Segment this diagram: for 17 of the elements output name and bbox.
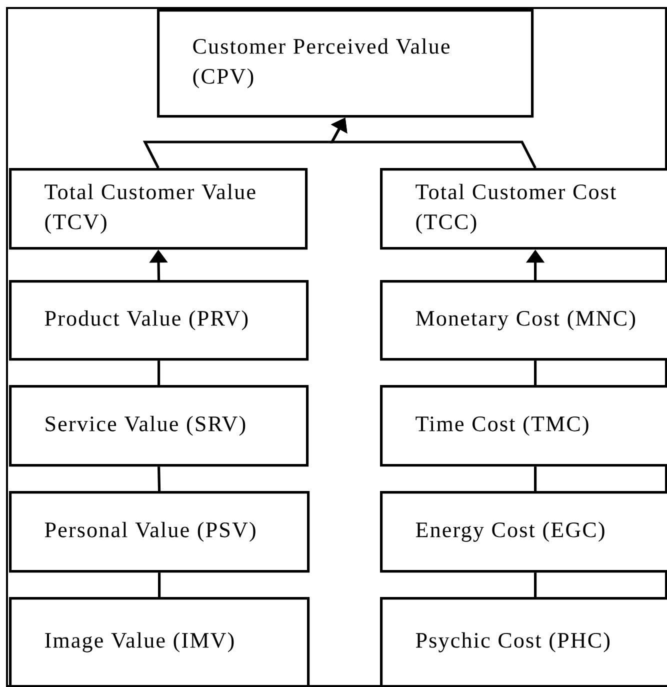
connector-line (534, 466, 537, 491)
connector-line (158, 466, 161, 492)
concept-box: Service Value (SRV) (9, 385, 309, 467)
concept-box: Energy Cost (EGC) (380, 491, 667, 573)
connector-line (534, 360, 537, 385)
concept-box: Monetary Cost (MNC) (380, 280, 667, 361)
concept-box: Time Cost (TMC) (380, 385, 667, 467)
connector-line (534, 572, 537, 597)
concept-box: Total Customer Value (TCV) (9, 168, 308, 250)
concept-box: Product Value (PRV) (9, 280, 309, 361)
concept-box: Psychic Cost (PHC) (380, 597, 667, 687)
concept-box: Personal Value (PSV) (9, 491, 310, 573)
concept-box: Image Value (IMV) (9, 597, 310, 687)
connector-line (158, 360, 160, 385)
connector-line (158, 572, 161, 597)
concept-box: Customer Perceived Value (CPV) (157, 9, 534, 118)
concept-box: Total Customer Cost (TCC) (380, 168, 667, 250)
